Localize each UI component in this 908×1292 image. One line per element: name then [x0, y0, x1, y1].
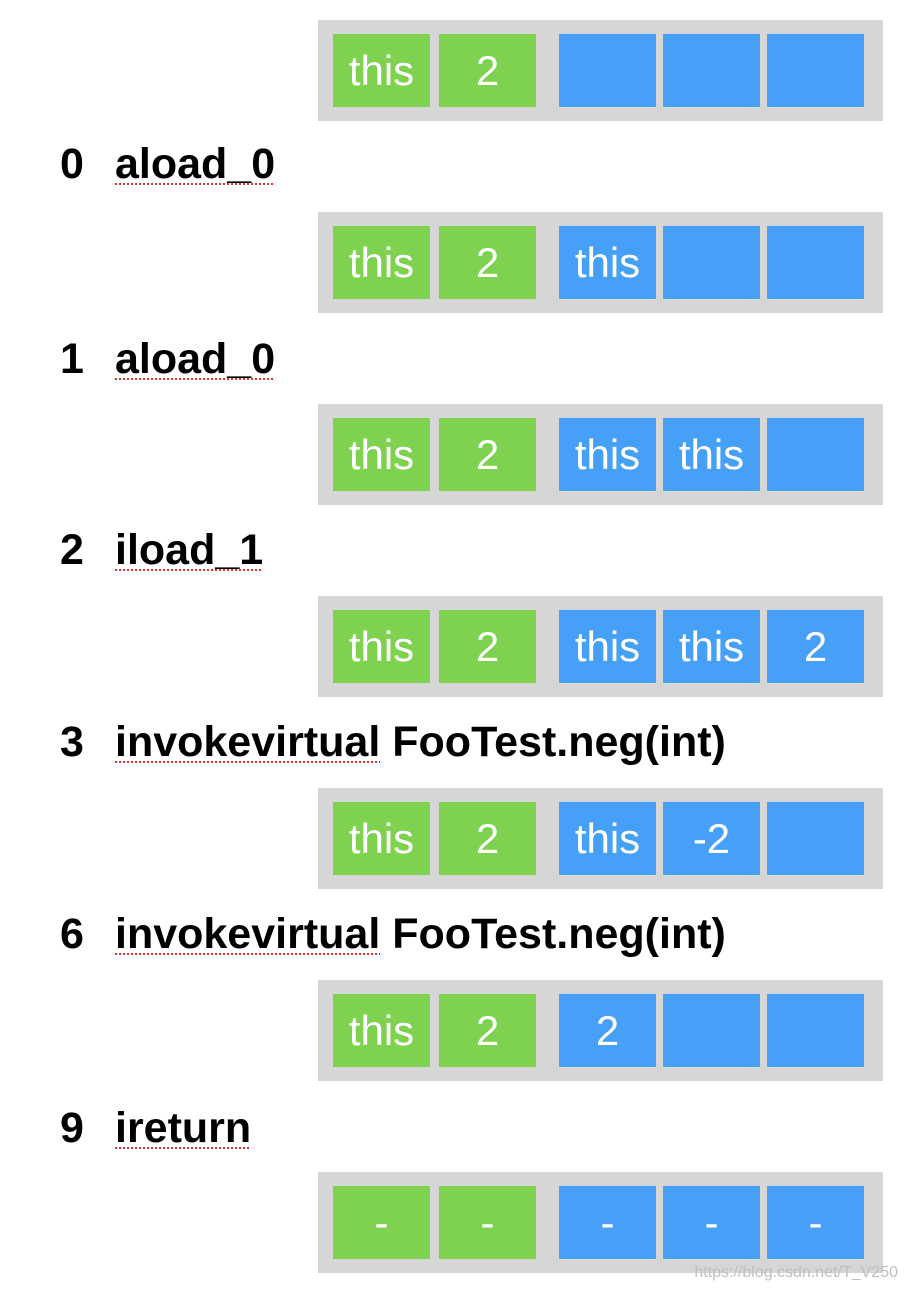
stack-slot-2: 2: [767, 610, 864, 683]
instruction-index: 6: [60, 910, 84, 958]
instruction-2: 2 iload_1: [60, 524, 275, 576]
local-var-1: 2: [439, 418, 536, 491]
instruction-index: 0: [60, 140, 84, 188]
instruction-opcode: ireturn: [115, 1104, 252, 1152]
local-var-0: this: [333, 610, 430, 683]
stack-slot-1: [663, 994, 760, 1067]
stack-slot-1: -: [663, 1186, 760, 1259]
instruction-5: 9 ireturn: [60, 1102, 263, 1154]
instruction-index: 1: [60, 335, 84, 383]
local-var-0: -: [333, 1186, 430, 1259]
frame-state-2: this 2 this this: [318, 404, 883, 505]
local-var-0: this: [333, 34, 430, 107]
watermark: https://blog.csdn.net/T_V250: [694, 1264, 898, 1281]
stack-slot-0: 2: [559, 994, 656, 1067]
stack-slot-1: -2: [663, 802, 760, 875]
instruction-1: 1 aload_0: [60, 333, 287, 385]
local-var-0: this: [333, 994, 430, 1067]
stack-slot-0: this: [559, 418, 656, 491]
local-var-1: 2: [439, 610, 536, 683]
instruction-opcode: aload_0: [115, 140, 276, 188]
stack-slot-2: [767, 802, 864, 875]
instruction-0: 0 aload_0: [60, 138, 287, 190]
stack-slot-2: [767, 226, 864, 299]
local-var-1: 2: [439, 34, 536, 107]
stack-slot-0: [559, 34, 656, 107]
frame-state-5: this 2 2: [318, 980, 883, 1081]
stack-slot-0: this: [559, 226, 656, 299]
frame-state-1: this 2 this: [318, 212, 883, 313]
stack-slot-1: [663, 226, 760, 299]
instruction-index: 3: [60, 718, 84, 766]
instruction-index: 9: [60, 1104, 84, 1152]
stack-slot-1: [663, 34, 760, 107]
stack-slot-2: [767, 994, 864, 1067]
instruction-opcode: invokevirtual: [115, 718, 381, 766]
instruction-opcode: aload_0: [115, 335, 276, 383]
frame-state-3: this 2 this this 2: [318, 596, 883, 697]
local-var-0: this: [333, 226, 430, 299]
local-var-1: 2: [439, 226, 536, 299]
local-var-1: -: [439, 1186, 536, 1259]
stack-slot-0: -: [559, 1186, 656, 1259]
instruction-args: FooTest.neg(int): [392, 910, 726, 958]
stack-slot-0: this: [559, 610, 656, 683]
local-var-0: this: [333, 802, 430, 875]
instruction-args: FooTest.neg(int): [392, 718, 726, 766]
instruction-opcode: invokevirtual: [115, 910, 381, 958]
instruction-index: 2: [60, 526, 84, 574]
local-var-1: 2: [439, 994, 536, 1067]
frame-state-4: this 2 this -2: [318, 788, 883, 889]
frame-state-6: - - - - -: [318, 1172, 883, 1273]
local-var-0: this: [333, 418, 430, 491]
local-var-1: 2: [439, 802, 536, 875]
frame-state-0: this 2: [318, 20, 883, 121]
stack-slot-1: this: [663, 418, 760, 491]
instruction-opcode: iload_1: [115, 526, 264, 574]
stack-slot-1: this: [663, 610, 760, 683]
stack-slot-2: [767, 34, 864, 107]
stack-slot-2: [767, 418, 864, 491]
stack-slot-0: this: [559, 802, 656, 875]
stack-slot-2: -: [767, 1186, 864, 1259]
